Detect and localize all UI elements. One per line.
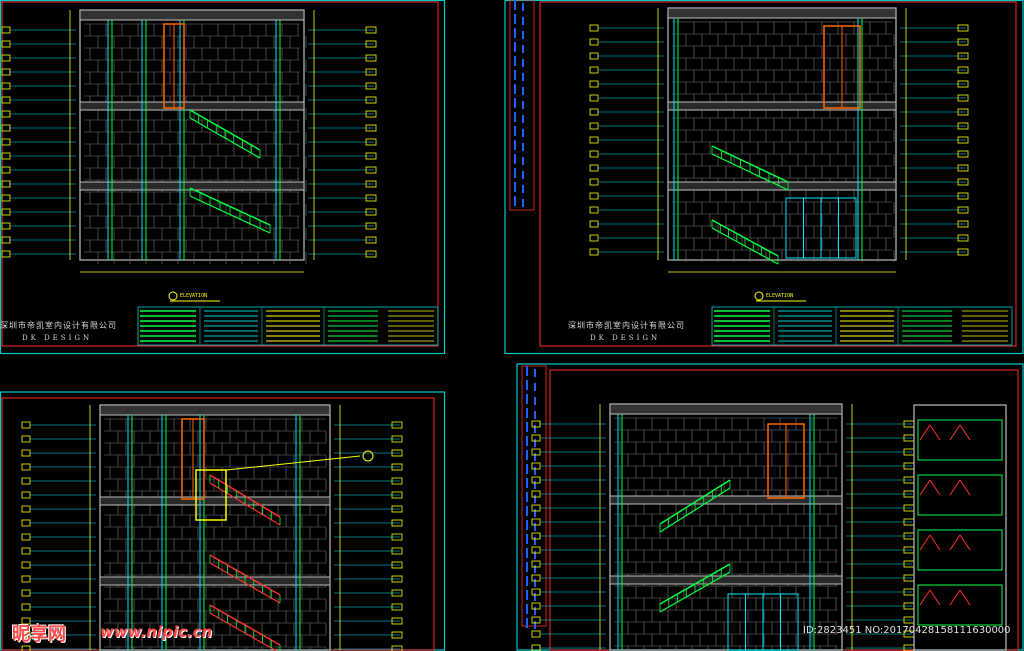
elevation-3-slab-1 bbox=[99, 576, 331, 586]
sheet-inner-frame-3 bbox=[1, 397, 435, 651]
elevation-2-slab-1 bbox=[667, 181, 897, 191]
elevation-2-ceiling bbox=[667, 7, 897, 19]
elevation-4-slab-0 bbox=[609, 495, 843, 505]
sheet-frame-1 bbox=[0, 0, 446, 355]
company-name-2: 深圳市帝凯室内设计有限公司 bbox=[568, 321, 685, 330]
elevation-label-2: ELEVATION bbox=[766, 293, 794, 299]
sheet-inner-frame-1 bbox=[1, 1, 439, 347]
elevation-marker-1 bbox=[168, 291, 178, 301]
callout-box bbox=[195, 469, 227, 521]
title-block-2 bbox=[711, 306, 1013, 346]
elevation-1-ceiling bbox=[79, 9, 305, 21]
elevation-4-outline bbox=[609, 403, 843, 651]
elevation-3-slab-0 bbox=[99, 496, 331, 506]
watermark-id: ID:2823451 NO:20170428158111630000 bbox=[803, 625, 1011, 636]
callout-marker bbox=[362, 450, 374, 462]
elevation-1-outline bbox=[79, 9, 305, 261]
title-block-1 bbox=[137, 306, 439, 346]
company-name-1: 深圳市帝凯室内设计有限公司 bbox=[0, 321, 117, 330]
elevation-4-ceiling bbox=[609, 403, 843, 415]
elevation-label-1: ELEVATION bbox=[180, 293, 208, 299]
company-sub-1: DK DESIGN bbox=[22, 334, 93, 342]
elevation-3-ceiling bbox=[99, 404, 331, 416]
watermark-url: www.nipic.cn bbox=[100, 623, 213, 641]
sheet-inner-frame-2 bbox=[539, 1, 1017, 347]
watermark-logo: 昵享网 bbox=[12, 624, 66, 645]
elevation-1-slab-0 bbox=[79, 101, 305, 111]
stripe-column-sheet-2 bbox=[509, 0, 535, 211]
elevation-1-slab-1 bbox=[79, 181, 305, 191]
elevation-4-slab-1 bbox=[609, 575, 843, 585]
elevation-2-slab-0 bbox=[667, 101, 897, 111]
company-sub-2: DK DESIGN bbox=[590, 334, 661, 342]
section-view-4 bbox=[913, 404, 1007, 651]
elevation-marker-2 bbox=[754, 291, 764, 301]
sheet-frame-2 bbox=[504, 0, 1024, 355]
